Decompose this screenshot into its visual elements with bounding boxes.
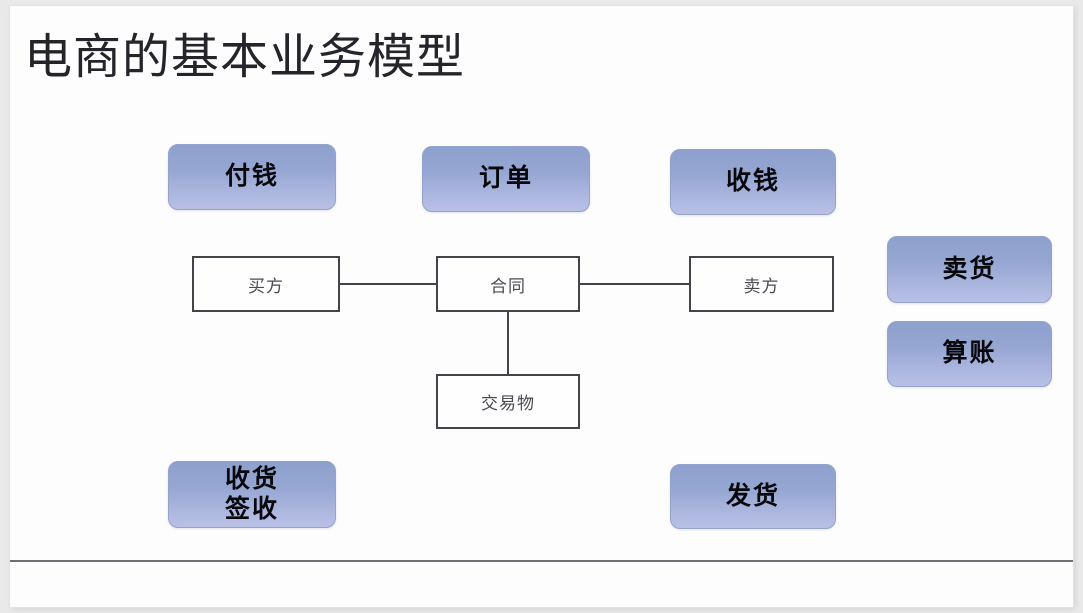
action-box-label: 付钱 [224, 162, 279, 191]
slide-card: 电商的基本业务模型 买方 合同 卖方交易物 付钱 订单 收钱卖货算账收货 签收 发货 [10, 6, 1073, 607]
flow-box-label: 交易物 [481, 394, 535, 413]
action-box-label: 收钱 [725, 167, 780, 196]
action-box-label: 收货 签收 [224, 465, 279, 523]
page-title: 电商的基本业务模型 [24, 31, 466, 84]
connector-buyer-to-contract [340, 283, 436, 285]
flow-box-label: 卖方 [743, 276, 780, 296]
flow-box-label: 买方 [248, 276, 284, 296]
flow-box-trade-goods[interactable]: 交易物 [436, 374, 580, 429]
action-box-receive-sign[interactable]: 收货 签收 [168, 461, 336, 528]
action-box-ship-goods[interactable]: 发货 [670, 464, 836, 529]
action-box-sell-goods[interactable]: 卖货 [887, 236, 1052, 303]
connector-contract-to-seller [580, 283, 689, 285]
action-box-pay-money[interactable]: 付钱 [168, 144, 336, 210]
flow-box-seller[interactable]: 卖方 [689, 256, 834, 312]
action-box-receive-money[interactable]: 收钱 [670, 149, 836, 215]
action-box-order[interactable]: 订单 [422, 146, 590, 212]
action-box-label: 卖货 [942, 254, 997, 283]
action-box-label: 订单 [478, 164, 533, 193]
footer-divider [10, 560, 1073, 562]
action-box-label: 算账 [942, 339, 997, 368]
connector-contract-to-trade-goods [507, 312, 509, 374]
flow-box-label: 合同 [490, 276, 526, 296]
flow-box-buyer[interactable]: 买方 [192, 256, 340, 312]
flow-box-contract[interactable]: 合同 [436, 256, 580, 312]
action-box-label: 发货 [725, 481, 780, 510]
action-box-settle-accounts[interactable]: 算账 [887, 321, 1052, 387]
